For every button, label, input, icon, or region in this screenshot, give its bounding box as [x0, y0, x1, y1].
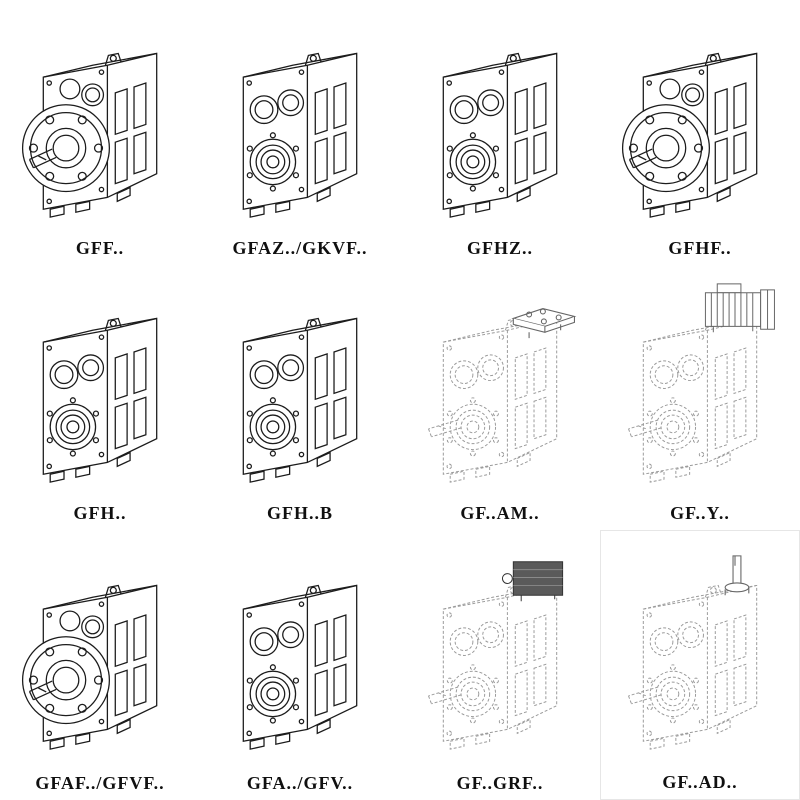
model-label: GF..Y.. [670, 503, 730, 523]
model-label: GFHF.. [668, 238, 732, 258]
flange-mounted-gearbox-icon [616, 14, 784, 226]
gearbox-drawing [0, 0, 200, 239]
gearbox-drawing [0, 265, 200, 504]
gearbox-drawing [600, 0, 800, 239]
catalog-cell-gfa-gfv: GFA../GFV.. [200, 530, 400, 800]
hollow-shaft-gearbox-icon [216, 14, 384, 226]
gearbox-motor-adapter-flange-icon [416, 279, 584, 491]
model-label: GFAZ../GKVF.. [232, 238, 368, 258]
gearbox-drawing [400, 0, 600, 239]
catalog-cell-gff: GFF.. [0, 0, 200, 265]
hollow-shaft-gearbox-foot-icon [216, 279, 384, 491]
catalog-cell-gf-ad: GF..AD.. [600, 530, 800, 800]
gearbox-drawing [601, 531, 799, 773]
model-label: GF..AD.. [662, 772, 738, 792]
catalog-cell-gfhz: GFHZ.. [400, 0, 600, 265]
catalog-cell-gf-am: GF..AM.. [400, 265, 600, 530]
catalog-cell-gfhf: GFHF.. [600, 0, 800, 265]
model-label: GFA../GFV.. [246, 773, 354, 793]
catalog-cell-gfaf-gfvf: GFAF../GFVF.. [0, 530, 200, 800]
model-label: GF..AM.. [460, 503, 540, 523]
catalog-cell-gf-y: GF..Y.. [600, 265, 800, 530]
flange-mounted-gearbox-icon [16, 546, 184, 758]
gearbox-drawing [200, 265, 400, 504]
hollow-shaft-gearbox-icon [16, 279, 184, 491]
hollow-shaft-gearbox-icon [216, 546, 384, 758]
flange-mounted-gearbox-icon [16, 14, 184, 226]
gearbox-drawing [400, 265, 600, 504]
catalog-cell-gf-grf: GF..GRF.. [400, 530, 600, 800]
gearbox-drawing [200, 0, 400, 239]
model-label: GFH..B [266, 503, 333, 523]
model-label: GF..GRF.. [456, 773, 544, 793]
gearbox-drawing [400, 530, 600, 774]
gearbox-servo-adapter-icon [416, 546, 584, 758]
gearbox-drawing [0, 530, 200, 774]
hollow-shaft-gearbox-icon [416, 14, 584, 226]
model-label: GFF.. [75, 238, 125, 258]
model-label: GFAF../GFVF.. [35, 773, 165, 793]
gearbox-drawing [600, 265, 800, 504]
catalog-cell-gfh-b: GFH..B [200, 265, 400, 530]
catalog-cell-gfh: GFH.. [0, 265, 200, 530]
gearbox-input-shaft-adapter-icon [616, 546, 784, 758]
gearbox-with-motor-icon [616, 279, 784, 491]
model-label: GFHZ.. [466, 238, 533, 258]
catalog-cell-gfaz-gkvf: GFAZ../GKVF.. [200, 0, 400, 265]
model-label: GFH.. [73, 503, 127, 523]
gearbox-drawing [200, 530, 400, 774]
